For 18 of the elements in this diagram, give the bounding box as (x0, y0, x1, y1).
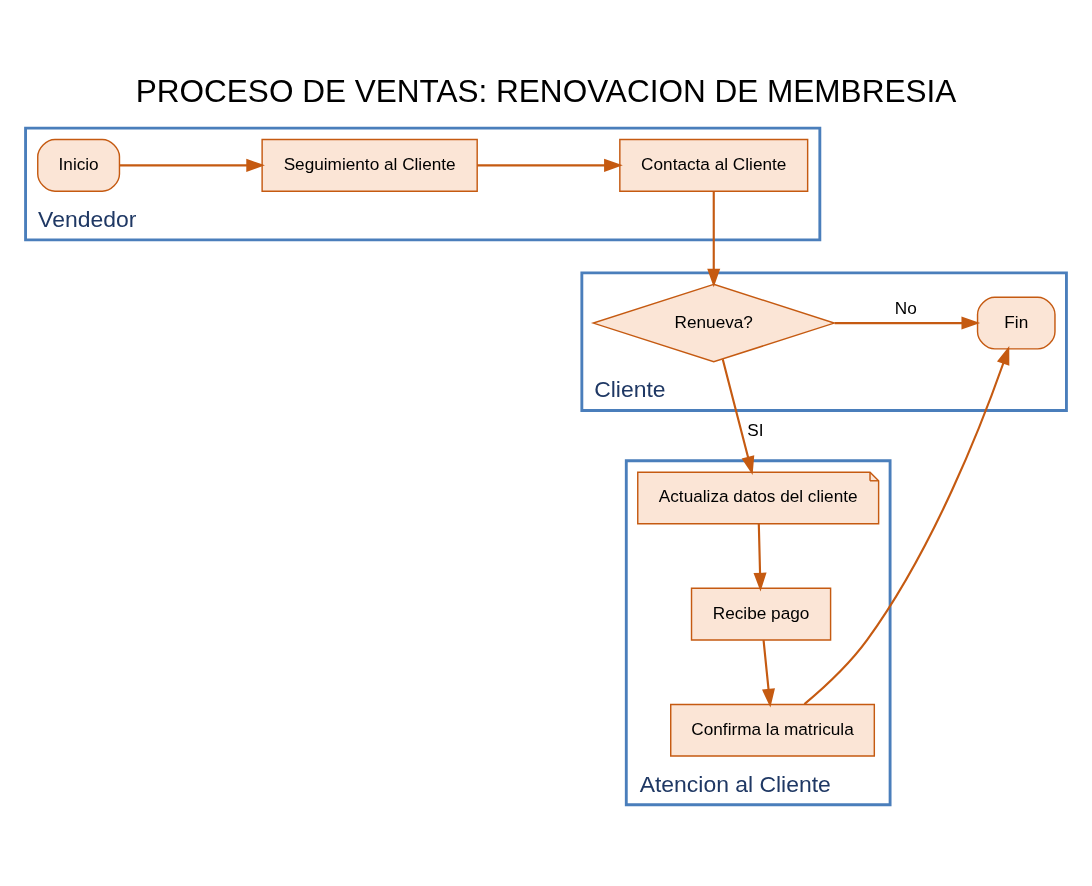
arrow (119, 158, 265, 172)
diagram-title: PROCESO DE VENTAS: RENOVACION DE MEMBRESIA (135, 72, 957, 109)
arrow (707, 191, 721, 287)
arrow (721, 358, 755, 475)
node-diamond: Renueva? (590, 283, 837, 363)
edge-label: SI (747, 419, 764, 440)
arrow (753, 523, 767, 591)
node-box: Seguimiento al Cliente (261, 138, 478, 192)
node-box: Fin (976, 296, 1056, 350)
arrow (477, 158, 623, 172)
arrow (762, 639, 775, 707)
edge-label: No (894, 297, 917, 318)
node-box: Recibe pago (690, 587, 832, 641)
arrow (803, 345, 1010, 705)
node-box: Confirma la matricula (670, 703, 876, 757)
node-box: Contacta al Cliente (619, 138, 809, 192)
arrow (834, 316, 981, 330)
node-box: Inicio (37, 138, 121, 192)
